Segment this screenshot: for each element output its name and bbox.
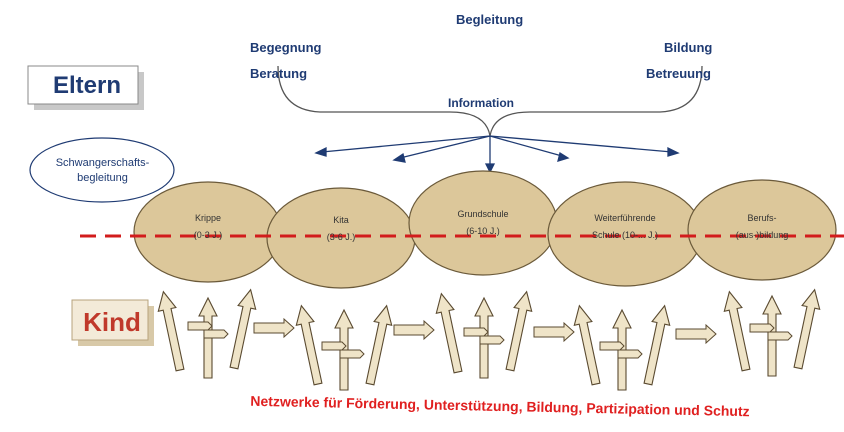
stage-age: (0-3 J.) xyxy=(193,230,223,240)
stage-label-krippe: Krippe (0-3 J.) xyxy=(160,212,256,242)
eltern-box-shape xyxy=(27,65,144,110)
pregnancy-ellipse xyxy=(29,137,175,203)
stage-ellipses xyxy=(133,170,837,289)
arrow-cluster-3 xyxy=(432,289,536,379)
information-arrows xyxy=(314,135,680,174)
label-begleitung: Begleitung xyxy=(456,12,524,27)
stage-name: Berufs- xyxy=(747,213,777,223)
eltern-label-box: Eltern xyxy=(28,66,146,106)
arrow-cluster-1 xyxy=(154,287,260,379)
stage-age: (aus-)bildung xyxy=(735,230,789,240)
arrow-cluster-2 xyxy=(292,303,396,391)
label-bildung: Bildung xyxy=(664,40,713,55)
side-arrow-3 xyxy=(533,322,575,342)
kind-label-box: Kind xyxy=(72,300,152,344)
side-arrow-4 xyxy=(675,324,717,344)
arrow-cluster-4 xyxy=(570,303,674,391)
stage-name: Kita xyxy=(333,215,349,225)
label-begegnung: Begegnung xyxy=(250,40,322,55)
stage-age: (3-6 J.) xyxy=(326,232,356,242)
stage-label-beruf: Berufs- (aus-)bildung xyxy=(712,212,812,242)
label-beratung: Beratung xyxy=(250,66,308,81)
stage-age: Schule (10-... J.) xyxy=(591,230,659,240)
eltern-label: Eltern xyxy=(52,72,121,99)
stage-age: (6-10 J.) xyxy=(466,226,500,236)
kind-box-shape xyxy=(71,299,154,346)
pregnancy-label: Schwangerschafts- begleitung xyxy=(30,139,175,203)
side-arrow-2 xyxy=(393,320,435,340)
stage-label-grundschule: Grundschule (6-10 J.) xyxy=(430,208,536,238)
stage-label-weiterfuehrende: Weiterführende Schule (10-... J.) xyxy=(568,212,682,242)
kind-label: Kind xyxy=(83,306,141,337)
stage-name: Grundschule xyxy=(457,209,509,219)
stage-ellipse-beruf xyxy=(687,179,837,281)
stage-name: Krippe xyxy=(194,213,221,223)
side-arrow-1 xyxy=(253,318,295,338)
pregnancy-line1: Schwangerschafts- xyxy=(55,157,150,169)
label-betreuung: Betreuung xyxy=(646,66,711,81)
label-information: Information xyxy=(448,96,514,110)
pregnancy-line2: begleitung xyxy=(77,172,128,184)
stage-name: Weiterführende xyxy=(594,213,656,223)
arrow-cluster-5 xyxy=(720,287,824,377)
stage-label-kita: Kita (3-6 J.) xyxy=(293,214,389,244)
